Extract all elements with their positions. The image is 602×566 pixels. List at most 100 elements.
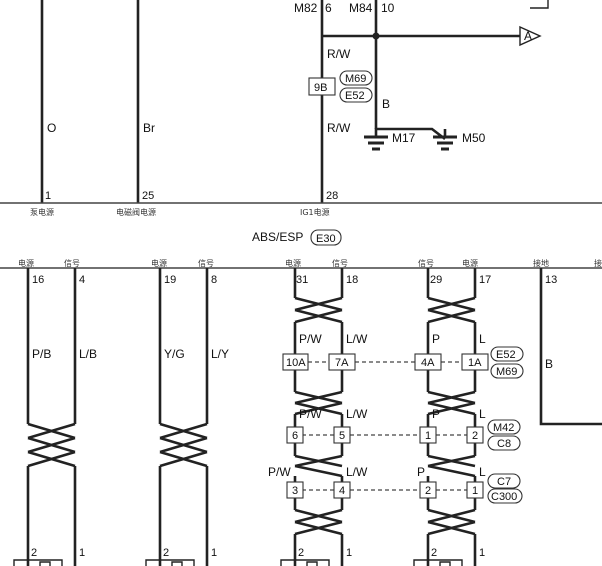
wire-label-o: O bbox=[47, 121, 56, 135]
conn-box-7a bbox=[328, 353, 356, 371]
arrow-a-icon bbox=[519, 25, 542, 47]
tag-e52-label: E52 bbox=[345, 90, 365, 102]
pin-bottom: 1 bbox=[346, 547, 352, 559]
conn-label: 1A bbox=[468, 357, 482, 369]
conn-box-6 bbox=[286, 426, 304, 444]
conn-box-1 bbox=[419, 426, 437, 444]
conn-box-10a bbox=[282, 353, 309, 371]
header-label: 信号 bbox=[198, 258, 214, 268]
tag-m69-b bbox=[490, 363, 524, 379]
tag-e52-b bbox=[490, 346, 524, 362]
tag-label: C300 bbox=[491, 491, 517, 503]
tag-label: C7 bbox=[497, 476, 511, 488]
wire-label-rw-1: R/W bbox=[327, 47, 351, 61]
partial-box bbox=[530, 0, 549, 9]
wire-label-rw-2: R/W bbox=[327, 121, 351, 135]
header-label: 信号 bbox=[64, 258, 80, 268]
pin-19: 19 bbox=[164, 274, 176, 286]
wire-label-b: B bbox=[382, 97, 390, 111]
conn-label: 5 bbox=[339, 430, 345, 442]
pin-bottom: 2 bbox=[298, 547, 304, 559]
header-label: 信号 bbox=[418, 258, 434, 268]
pin-29: 29 bbox=[430, 274, 442, 286]
pin-8: 8 bbox=[211, 274, 217, 286]
pin-25: 25 bbox=[142, 190, 154, 202]
wire-label: L/W bbox=[346, 407, 368, 421]
pin-1: 1 bbox=[45, 190, 51, 202]
pin-31: 31 bbox=[296, 274, 308, 286]
connector-pin-10: 10 bbox=[381, 1, 395, 15]
wire-label-pb: P/B bbox=[32, 347, 51, 361]
pin-17: 17 bbox=[479, 274, 491, 286]
pin-name-valve: 电磁阀电源 bbox=[116, 207, 156, 217]
wire-label: L bbox=[479, 332, 486, 346]
header-label: 电源 bbox=[285, 258, 301, 268]
conn-box-2b bbox=[419, 481, 437, 499]
pin-bottom: 1 bbox=[211, 547, 217, 559]
conn-label: 2 bbox=[472, 430, 478, 442]
tag-m42 bbox=[487, 419, 521, 435]
conn-box-4 bbox=[333, 481, 351, 499]
pin-bottom: 1 bbox=[479, 547, 485, 559]
pin-4: 4 bbox=[79, 274, 85, 286]
twisted-pair-3 bbox=[293, 268, 344, 566]
conn-box-5 bbox=[333, 426, 351, 444]
pin-name-ig1: IG1电源 bbox=[300, 207, 330, 217]
wire-label: P bbox=[432, 407, 440, 421]
wire-label: L/W bbox=[346, 332, 368, 346]
wire-label: L bbox=[479, 465, 486, 479]
wire-label: L bbox=[479, 407, 486, 421]
ground-icon-m50 bbox=[433, 135, 457, 151]
arrow-label-a: A bbox=[524, 29, 532, 43]
tag-m69-label: M69 bbox=[345, 73, 366, 85]
pin-16: 16 bbox=[32, 274, 44, 286]
pin-28: 28 bbox=[326, 190, 338, 202]
pin-18: 18 bbox=[346, 274, 358, 286]
twisted-pair-1 bbox=[26, 268, 77, 566]
pin-bottom: 1 bbox=[79, 547, 85, 559]
pin-name-pump: 泵电源 bbox=[30, 207, 54, 217]
conn-label: 10A bbox=[286, 357, 306, 369]
header-label: 信号 bbox=[332, 258, 348, 268]
connector-m84: M84 bbox=[349, 1, 373, 15]
wire-label: P/W bbox=[299, 407, 322, 421]
splice-9b-label: 9B bbox=[314, 82, 327, 94]
conn-box-4a bbox=[414, 353, 442, 371]
tag-label: E52 bbox=[496, 349, 516, 361]
tag-label: M42 bbox=[493, 422, 514, 434]
module-tag: E30 bbox=[316, 233, 336, 245]
tag-label: C8 bbox=[497, 438, 511, 450]
wire-label: L/W bbox=[346, 465, 368, 479]
wire-label: P/W bbox=[299, 332, 322, 346]
wire-label-yg: Y/G bbox=[164, 347, 185, 361]
wire-label-b-ground: B bbox=[545, 357, 553, 371]
module-tag-box bbox=[310, 229, 342, 246]
header-label: 电源 bbox=[18, 258, 34, 268]
junction-dot bbox=[372, 32, 380, 40]
conn-box-1a bbox=[461, 353, 489, 371]
wire-label-br: Br bbox=[143, 121, 155, 135]
connector-m82: M82 bbox=[294, 1, 318, 15]
tag-c300 bbox=[487, 488, 523, 504]
pin-13: 13 bbox=[545, 274, 557, 286]
tag-label: M69 bbox=[496, 366, 517, 378]
pin-bottom: 2 bbox=[431, 547, 437, 559]
conn-box-3 bbox=[286, 481, 304, 499]
header-label: 电源 bbox=[462, 258, 478, 268]
wire-label: P/W bbox=[268, 465, 291, 479]
wire-label-ly: L/Y bbox=[211, 347, 229, 361]
conn-box-1b bbox=[466, 481, 484, 499]
pin-bottom: 2 bbox=[163, 547, 169, 559]
module-name: ABS/ESP bbox=[252, 230, 303, 244]
conn-label: 4A bbox=[421, 357, 435, 369]
header-label: 接地 bbox=[533, 258, 549, 268]
wire-label-lb: L/B bbox=[79, 347, 97, 361]
twisted-pair-2 bbox=[158, 268, 209, 566]
conn-label: 7A bbox=[335, 357, 349, 369]
tag-c8 bbox=[487, 435, 521, 451]
tag-m69 bbox=[339, 70, 373, 86]
conn-box-2 bbox=[466, 426, 484, 444]
conn-label: 2 bbox=[425, 485, 431, 497]
bottom-connector-stubs bbox=[13, 559, 463, 566]
